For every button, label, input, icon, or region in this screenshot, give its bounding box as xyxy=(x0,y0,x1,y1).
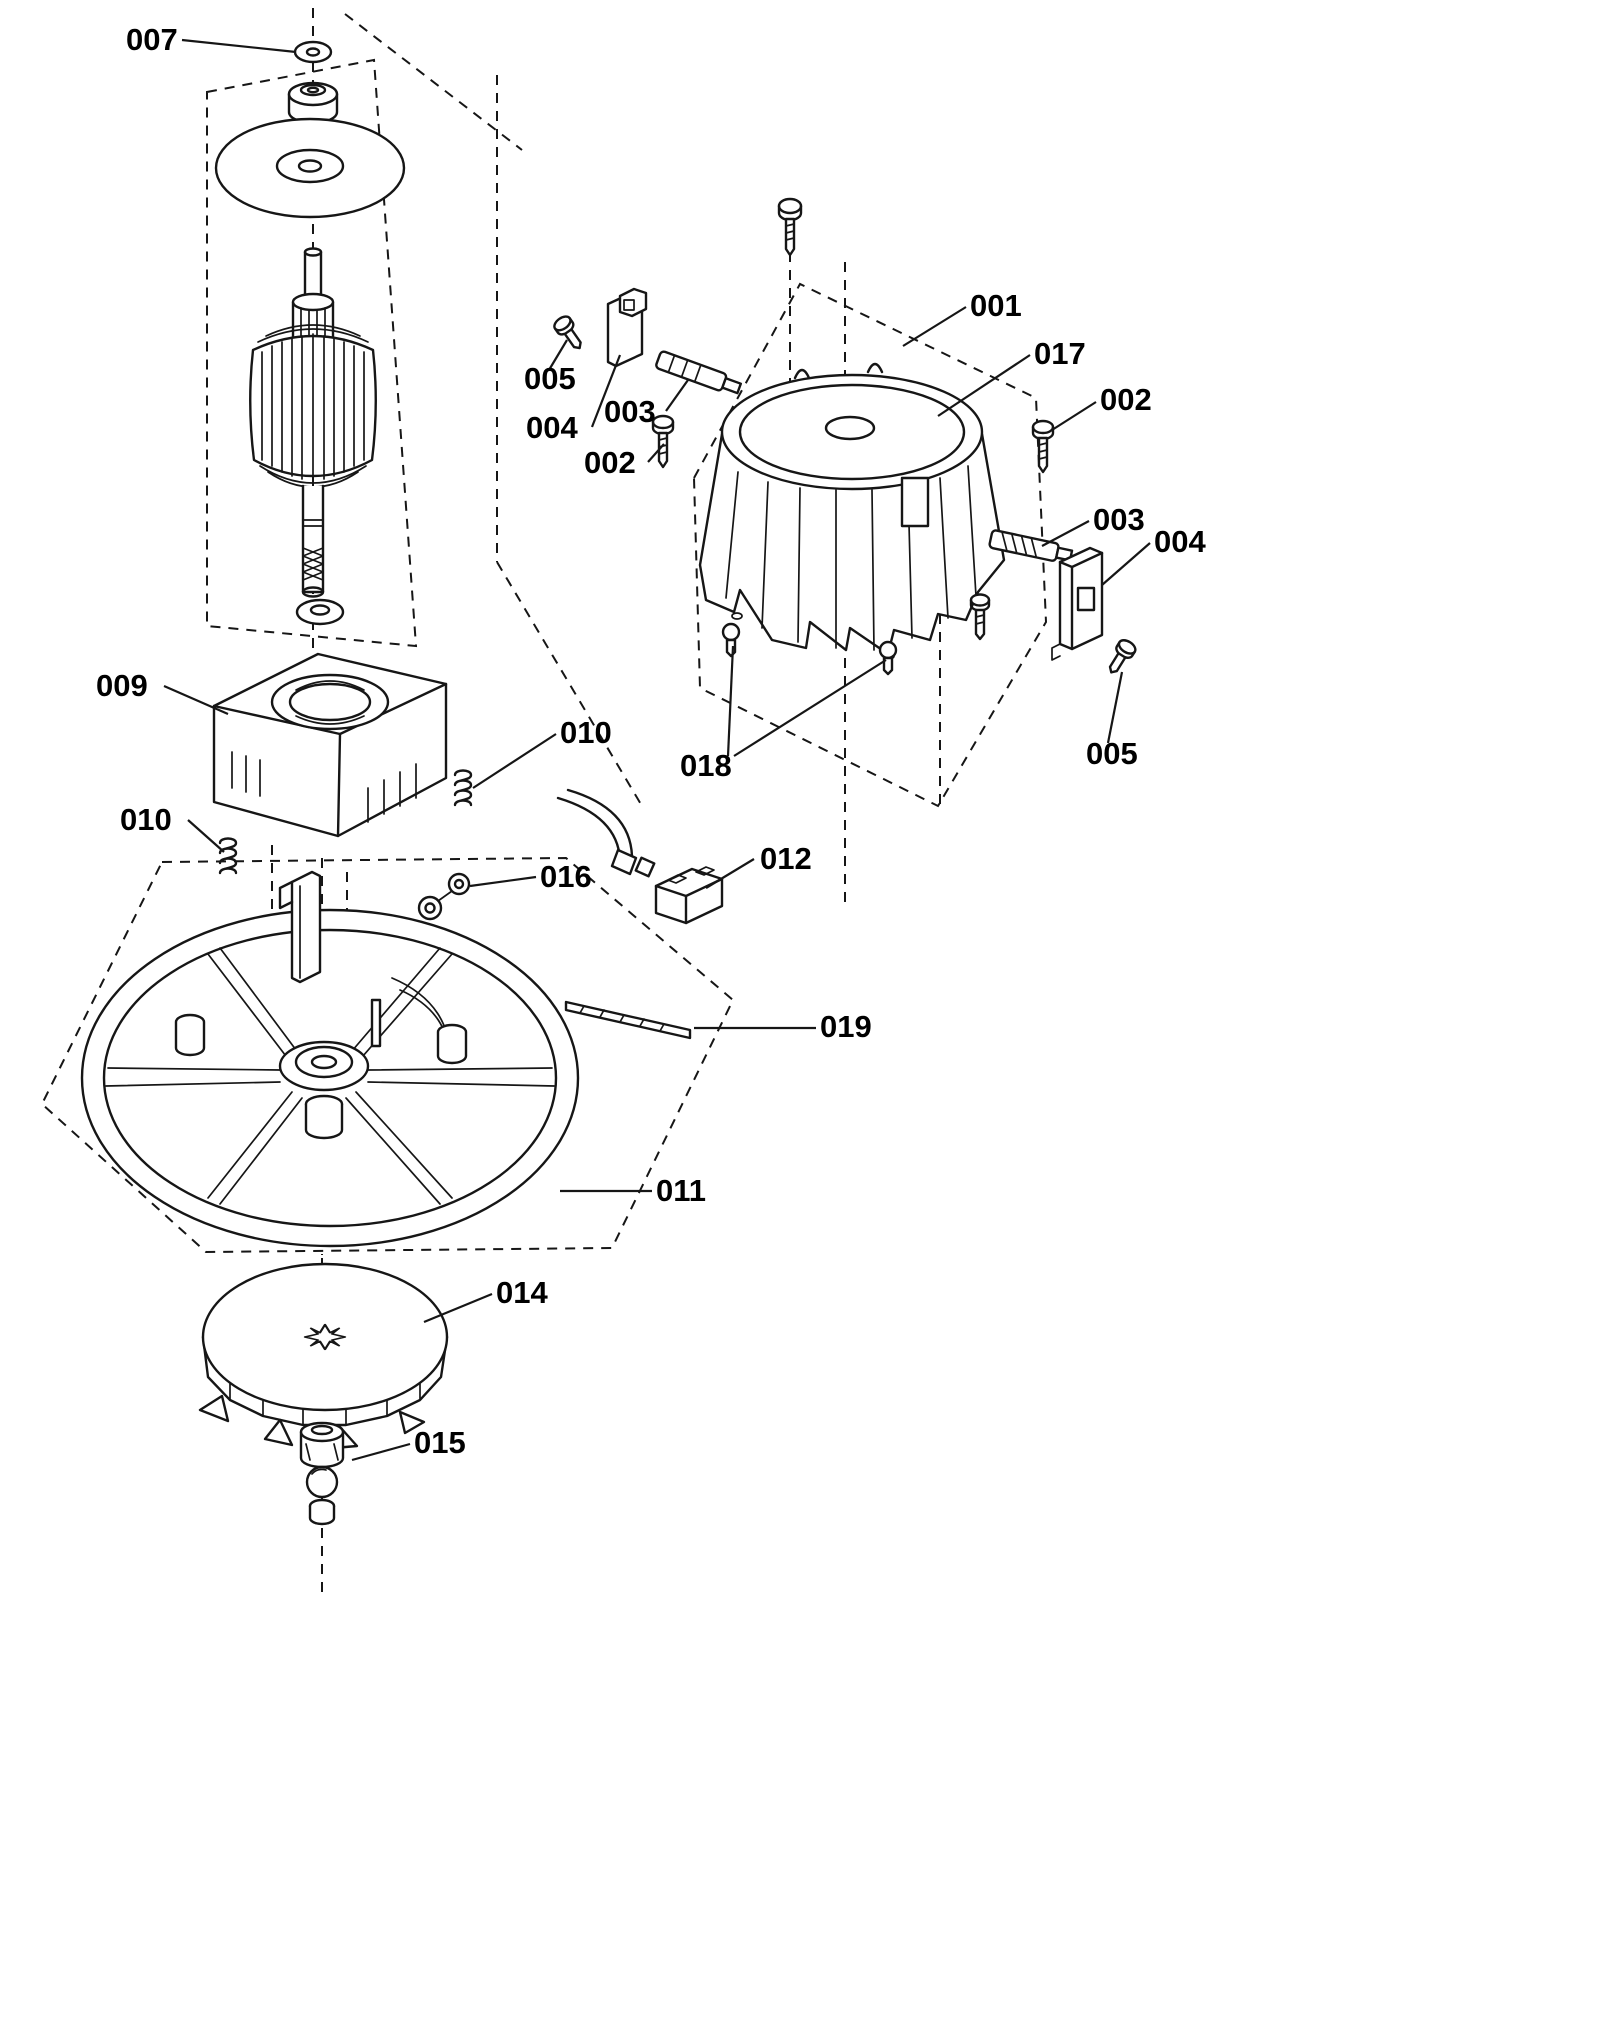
callout-002-right: 002 xyxy=(1100,382,1152,417)
base-plate xyxy=(80,870,580,1248)
brush-left xyxy=(655,350,743,395)
screw-002-left xyxy=(651,414,675,469)
callout-003-top-left: 003 xyxy=(604,394,656,429)
callout-016: 016 xyxy=(540,859,592,894)
guide-diagonal xyxy=(344,13,523,151)
spacer-pulley xyxy=(287,81,339,125)
armature-disc xyxy=(214,117,406,219)
switch xyxy=(654,866,724,925)
callout-004-right: 004 xyxy=(1154,524,1206,559)
callout-002-left: 002 xyxy=(584,445,636,480)
screw-005-right xyxy=(1108,639,1137,674)
armature-assembly xyxy=(214,40,406,626)
brush-strap xyxy=(556,788,656,878)
callout-005-right: 005 xyxy=(1086,736,1138,771)
washer-lower xyxy=(295,598,345,626)
spring-right xyxy=(453,769,473,807)
callout-005-top-left: 005 xyxy=(524,361,576,396)
armature-core xyxy=(249,324,377,488)
callout-015: 015 xyxy=(414,1425,466,1460)
callout-019: 019 xyxy=(820,1009,872,1044)
bosses xyxy=(174,1013,468,1065)
guide-diagonal xyxy=(496,561,643,807)
guide-lines xyxy=(40,8,1048,1592)
callout-010-right: 010 xyxy=(560,715,612,750)
hub xyxy=(278,1040,370,1140)
brush-holder-right xyxy=(1051,546,1104,661)
motor-housing xyxy=(698,362,1006,660)
commutator xyxy=(291,292,335,342)
callout-014: 014 xyxy=(496,1275,548,1310)
screw-005-left xyxy=(553,315,582,350)
brush-right xyxy=(988,529,1074,562)
terminal-rings xyxy=(417,872,471,921)
callout-017: 017 xyxy=(1034,336,1086,371)
callout-004-top-left: 004 xyxy=(526,410,578,445)
lead-rod xyxy=(564,1000,692,1040)
screw-018-left xyxy=(721,622,741,658)
washer-007 xyxy=(293,40,333,64)
callout-018: 018 xyxy=(680,748,732,783)
screw-002-right xyxy=(1031,419,1055,474)
spring-left xyxy=(218,837,238,875)
armature-dashed-box xyxy=(206,58,418,648)
mount-bracket xyxy=(278,870,382,1048)
brush-holder-left xyxy=(606,287,648,368)
screw-below-housing xyxy=(969,593,991,641)
armature-shaft-bottom xyxy=(301,484,325,598)
callout-010-left: 010 xyxy=(120,802,172,837)
screw-top-001 xyxy=(777,197,803,257)
baseplate-dashed-box xyxy=(40,856,735,1254)
callout-011: 011 xyxy=(656,1173,706,1208)
callout-labels: 007 001 017 002 002 005 004 003 003 004 … xyxy=(96,22,1206,1460)
screw-018-right xyxy=(878,640,898,676)
fan-hub-star xyxy=(303,1323,347,1351)
callout-001: 001 xyxy=(970,288,1022,323)
callout-007: 007 xyxy=(126,22,178,57)
bearing-assembly xyxy=(299,1421,345,1526)
callout-003-right: 003 xyxy=(1093,502,1145,537)
fan xyxy=(198,1262,449,1450)
housing-dashed-box xyxy=(692,282,1048,808)
field-stator xyxy=(212,652,448,838)
leader-lines xyxy=(163,38,1151,1462)
callout-012: 012 xyxy=(760,841,812,876)
callout-009: 009 xyxy=(96,668,148,703)
